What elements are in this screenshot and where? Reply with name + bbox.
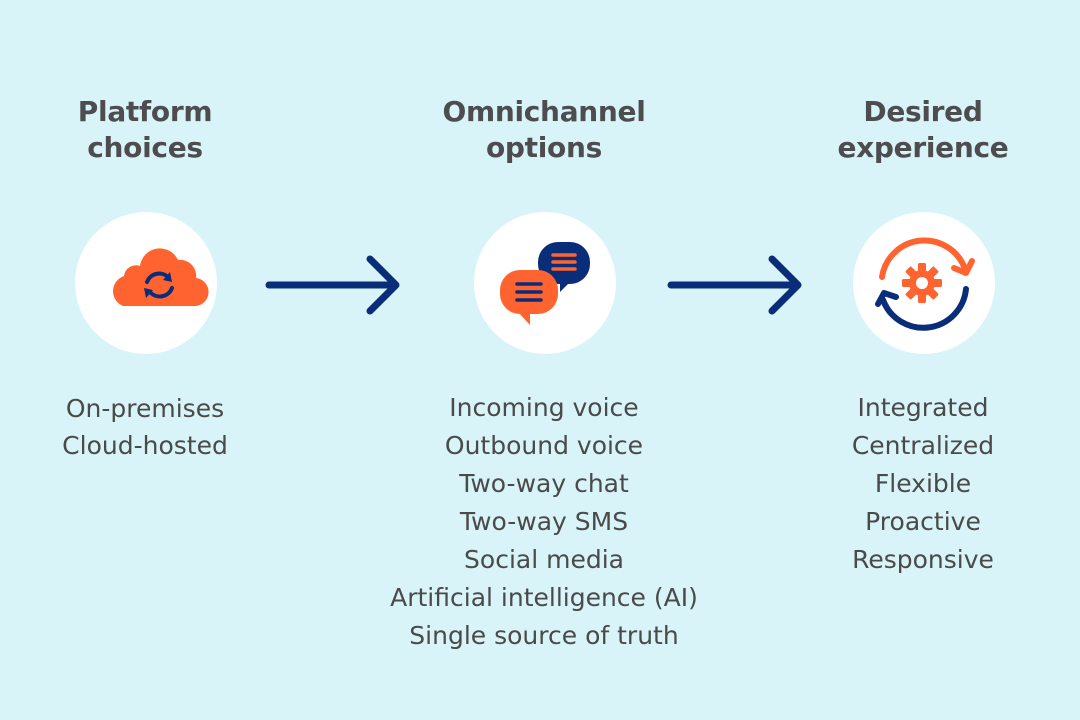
title-line: options <box>486 131 602 164</box>
list-item: Proactive <box>865 507 981 536</box>
list-item: Incoming voice <box>449 393 639 422</box>
icon-circle <box>474 212 616 354</box>
list-item: Responsive <box>852 545 994 574</box>
column-title: Platform choices <box>0 94 325 166</box>
icon-circle <box>75 212 217 354</box>
item-list: Incoming voice Outbound voice Two-way ch… <box>364 389 724 655</box>
title-line: choices <box>87 131 203 164</box>
gear-cycle-icon <box>875 237 975 331</box>
list-item: Integrated <box>857 393 989 422</box>
title-line: Desired <box>863 95 983 128</box>
icon-circle <box>853 212 995 354</box>
list-item: Social media <box>464 545 624 574</box>
list-item: On-premises <box>65 394 225 423</box>
item-list: On-premises Cloud-hosted <box>0 390 325 464</box>
list-item: Centralized <box>851 431 995 460</box>
arrow-right-icon <box>667 255 802 315</box>
column-title: Omnichannel options <box>364 94 724 166</box>
list-item: Cloud-hosted <box>62 431 228 460</box>
list-item: Artificial intelligence (AI) <box>390 583 698 612</box>
title-line: Platform <box>77 95 213 128</box>
list-item: Outbound voice <box>444 431 644 460</box>
title-line: Omnichannel <box>442 95 646 128</box>
list-item: Flexible <box>874 469 972 498</box>
item-list: Integrated Centralized Flexible Proactiv… <box>743 389 1080 579</box>
arrow-right-icon <box>265 255 400 315</box>
cloud-sync-icon <box>113 248 209 307</box>
column-title: Desired experience <box>743 94 1080 166</box>
list-item: Two-way SMS <box>459 507 629 536</box>
title-line: experience <box>837 131 1009 164</box>
list-item: Two-way chat <box>459 469 629 498</box>
chat-bubbles-icon <box>500 242 590 325</box>
list-item: Single source of truth <box>409 621 679 650</box>
